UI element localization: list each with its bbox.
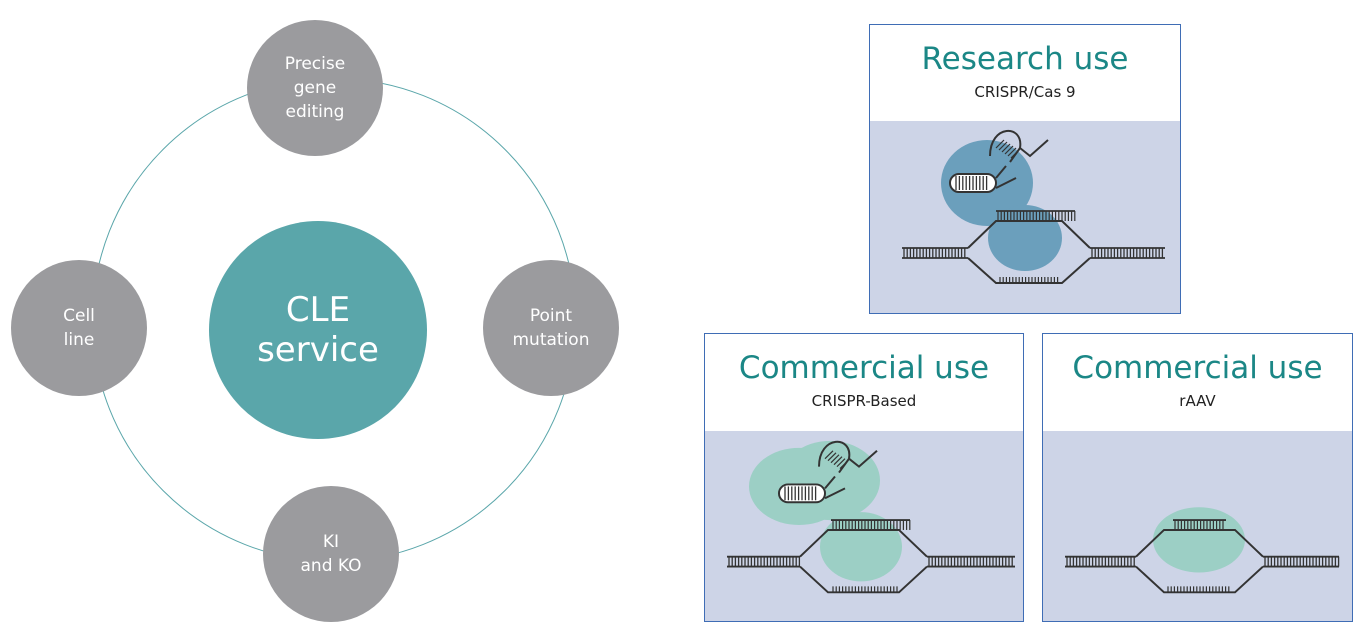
panel-header: Commercial use CRISPR-Based — [705, 334, 1023, 411]
panel-title: Commercial use — [1072, 350, 1323, 386]
dna-double-helix-icon — [1065, 519, 1340, 594]
panel-header: Commercial use rAAV — [1043, 334, 1352, 411]
crispr-dna-illustration — [705, 431, 1023, 621]
raav-dna-illustration — [1043, 431, 1352, 621]
node-point-mutation: Point mutation — [483, 260, 619, 396]
raav-donor-icon — [1153, 507, 1245, 573]
panel-subtitle: CRISPR/Cas 9 — [974, 83, 1076, 101]
guide-rna-hairpin-icon — [949, 130, 1049, 193]
panel-subtitle: rAAV — [1179, 392, 1216, 410]
panel-illustration — [870, 121, 1180, 313]
node-cle-service-hub: CLE service — [209, 221, 427, 439]
panel-header: Research use CRISPR/Cas 9 — [870, 25, 1180, 102]
panel-illustration — [705, 431, 1023, 621]
node-ki-and-ko: KI and KO — [263, 486, 399, 622]
panel-commercial-crispr: Commercial use CRISPR-Based — [704, 333, 1024, 622]
panel-commercial-raav: Commercial use rAAV — [1042, 333, 1353, 622]
node-cell-line: Cell line — [11, 260, 147, 396]
panel-title: Research use — [921, 41, 1129, 77]
hub-label: CLE service — [257, 290, 379, 370]
panel-subtitle: CRISPR-Based — [811, 392, 917, 410]
dna-double-helix-icon — [902, 210, 1165, 284]
guide-rna-hairpin-icon — [778, 440, 878, 504]
cas9-dna-illustration — [870, 121, 1180, 313]
panel-title: Commercial use — [738, 350, 990, 386]
node-label: Point mutation — [512, 306, 590, 350]
node-label: KI and KO — [300, 532, 362, 576]
node-label: Precise gene editing — [284, 54, 346, 122]
node-label: Cell line — [63, 306, 95, 350]
dna-double-helix-icon — [727, 519, 1015, 594]
node-precise-gene-editing: Precise gene editing — [247, 20, 383, 156]
panel-illustration — [1043, 431, 1352, 621]
panel-research-use: Research use CRISPR/Cas 9 — [869, 24, 1181, 314]
